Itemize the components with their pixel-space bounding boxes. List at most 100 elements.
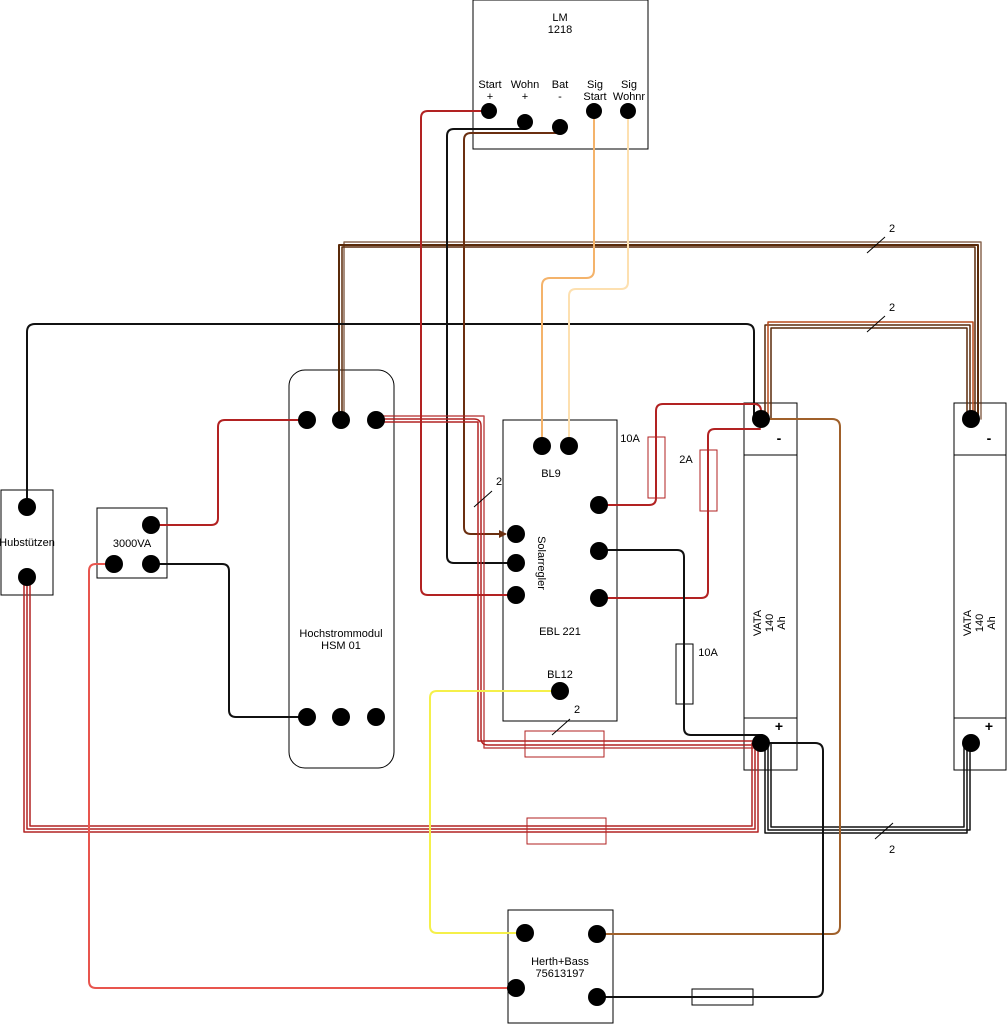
terminal-ebl-left[interactable] (507, 586, 525, 604)
terminal-hub-top[interactable] (18, 498, 36, 516)
herth-name: Herth+Bass (531, 956, 589, 968)
battery-minus-label: - (987, 430, 992, 446)
lm-model: 1218 (548, 24, 572, 36)
battery-label: Ah (986, 616, 998, 629)
fuse-2a: 2A (679, 449, 718, 512)
wire-count-label: 2 (889, 844, 895, 856)
fuse-label: 2A (679, 454, 693, 466)
inverter-label: 3000VA (113, 538, 152, 550)
lm-terminal-label: Wohnr (613, 91, 646, 103)
lm-terminal-label: Start (478, 79, 501, 91)
battery-label: VATA (752, 609, 764, 636)
fuse-10a-top: 10A (620, 433, 666, 499)
hsm-model: HSM 01 (321, 640, 361, 652)
terminal-ebl-right[interactable] (590, 589, 608, 607)
wire-black-wohn (446, 128, 526, 564)
wire-lightorange-sigwohnr (568, 110, 629, 447)
terminal-ebl-bl9[interactable] (560, 437, 578, 455)
lm-terminal-label: + (522, 91, 528, 103)
terminal-ebl-left[interactable] (507, 525, 525, 543)
terminal-battery2-minus[interactable] (962, 410, 980, 428)
wire-count-marker: 2 (551, 704, 580, 736)
battery-1: - + VATA 140 Ah (743, 402, 798, 771)
ebl-solar-label: Solarregler (535, 536, 547, 590)
wire-black-hub (26, 323, 755, 508)
terminal-ebl-right[interactable] (590, 542, 608, 560)
wire-yellow-bl12 (429, 690, 561, 934)
herth-model: 75613197 (536, 968, 585, 980)
terminal-hsm[interactable] (298, 708, 316, 726)
terminal-inverter-left[interactable] (105, 555, 123, 573)
wire-red-ebl-bottom (598, 428, 761, 599)
fuse-label: 10A (698, 647, 718, 659)
wire-orange-sigstart (541, 110, 595, 447)
terminal-ebl-bl12[interactable] (551, 682, 569, 700)
wire-count-label: 2 (889, 302, 895, 314)
wire-red-ebl-top (598, 403, 762, 506)
terminal-hsm[interactable] (332, 708, 350, 726)
fuse-main-1 (524, 730, 605, 758)
battery-label: 140 (974, 614, 986, 632)
battery-plus-label: + (775, 718, 783, 734)
wire-count-label: 2 (574, 704, 580, 716)
lm-terminal-label: Sig (621, 79, 637, 91)
terminal-hsm[interactable] (298, 411, 316, 429)
wire-lightred-inverter (88, 563, 517, 989)
terminal-battery1-minus[interactable] (752, 410, 770, 428)
terminals (18, 103, 980, 1006)
wire-red-inverter (150, 419, 307, 526)
lm-terminal-label: - (558, 91, 562, 103)
wire-red-double-hub (23, 576, 759, 833)
terminal-ebl-left[interactable] (507, 554, 525, 572)
terminal-ebl-bl9[interactable] (533, 437, 551, 455)
terminal-inverter-top[interactable] (142, 516, 160, 534)
wire-black-ebl (598, 549, 763, 744)
terminal-lm-sigwohnr[interactable] (620, 103, 636, 119)
terminal-hsm[interactable] (332, 411, 350, 429)
arrow-head (499, 530, 507, 538)
wire-brown-double-top (338, 241, 982, 420)
wire-red-double-hsm (375, 415, 763, 749)
battery-2: - + VATA 140 Ah (953, 402, 1007, 771)
terminal-battery1-plus[interactable] (752, 734, 770, 752)
terminal-lm-start[interactable] (481, 103, 497, 119)
ebl-name: EBL 221 (539, 626, 581, 638)
terminal-herth[interactable] (588, 988, 606, 1006)
lm-name: LM (552, 12, 567, 24)
terminal-battery2-plus[interactable] (962, 734, 980, 752)
lm-terminal-label: Start (583, 91, 606, 103)
terminal-ebl-right[interactable] (590, 496, 608, 514)
fuse-10a-bottom: 10A (675, 643, 718, 705)
wire-count-marker: 2 (473, 476, 502, 508)
wire-count-label: 2 (496, 476, 502, 488)
wire-copper-herth (596, 418, 841, 935)
lm-terminal-label: Bat (552, 79, 569, 91)
terminal-hsm[interactable] (367, 411, 385, 429)
battery-label: VATA (962, 609, 974, 636)
lm-terminal-label: Wohn (511, 79, 540, 91)
lm-terminal-label: + (487, 91, 493, 103)
terminal-lm-sigstart[interactable] (586, 103, 602, 119)
wire-count-marker: 2 (866, 302, 895, 333)
terminal-herth[interactable] (588, 925, 606, 943)
terminal-herth[interactable] (516, 924, 534, 942)
wire-black-herth (596, 742, 824, 998)
terminal-hub-bottom[interactable] (18, 568, 36, 586)
terminal-hsm[interactable] (367, 708, 385, 726)
terminal-lm-bat[interactable] (552, 119, 568, 135)
wire-black-double-plus (764, 742, 971, 834)
battery-label: 140 (764, 614, 776, 632)
terminal-herth[interactable] (507, 979, 525, 997)
hsm-name: Hochstrommodul (299, 628, 382, 640)
lm-terminal-label: Sig (587, 79, 603, 91)
terminal-lm-wohn[interactable] (517, 114, 533, 130)
fuse-main-2 (526, 817, 607, 845)
wire-count-marker: 2 (866, 223, 895, 254)
hsm-box: Hochstrommodul HSM 01 (288, 369, 395, 769)
wire-count-marker: 2 (874, 822, 895, 856)
terminal-inverter-right[interactable] (142, 555, 160, 573)
ebl-box: BL9 Solarregler EBL 221 BL12 (502, 419, 618, 722)
battery-minus-label: - (777, 430, 782, 446)
wire-black-inverter (150, 563, 307, 718)
